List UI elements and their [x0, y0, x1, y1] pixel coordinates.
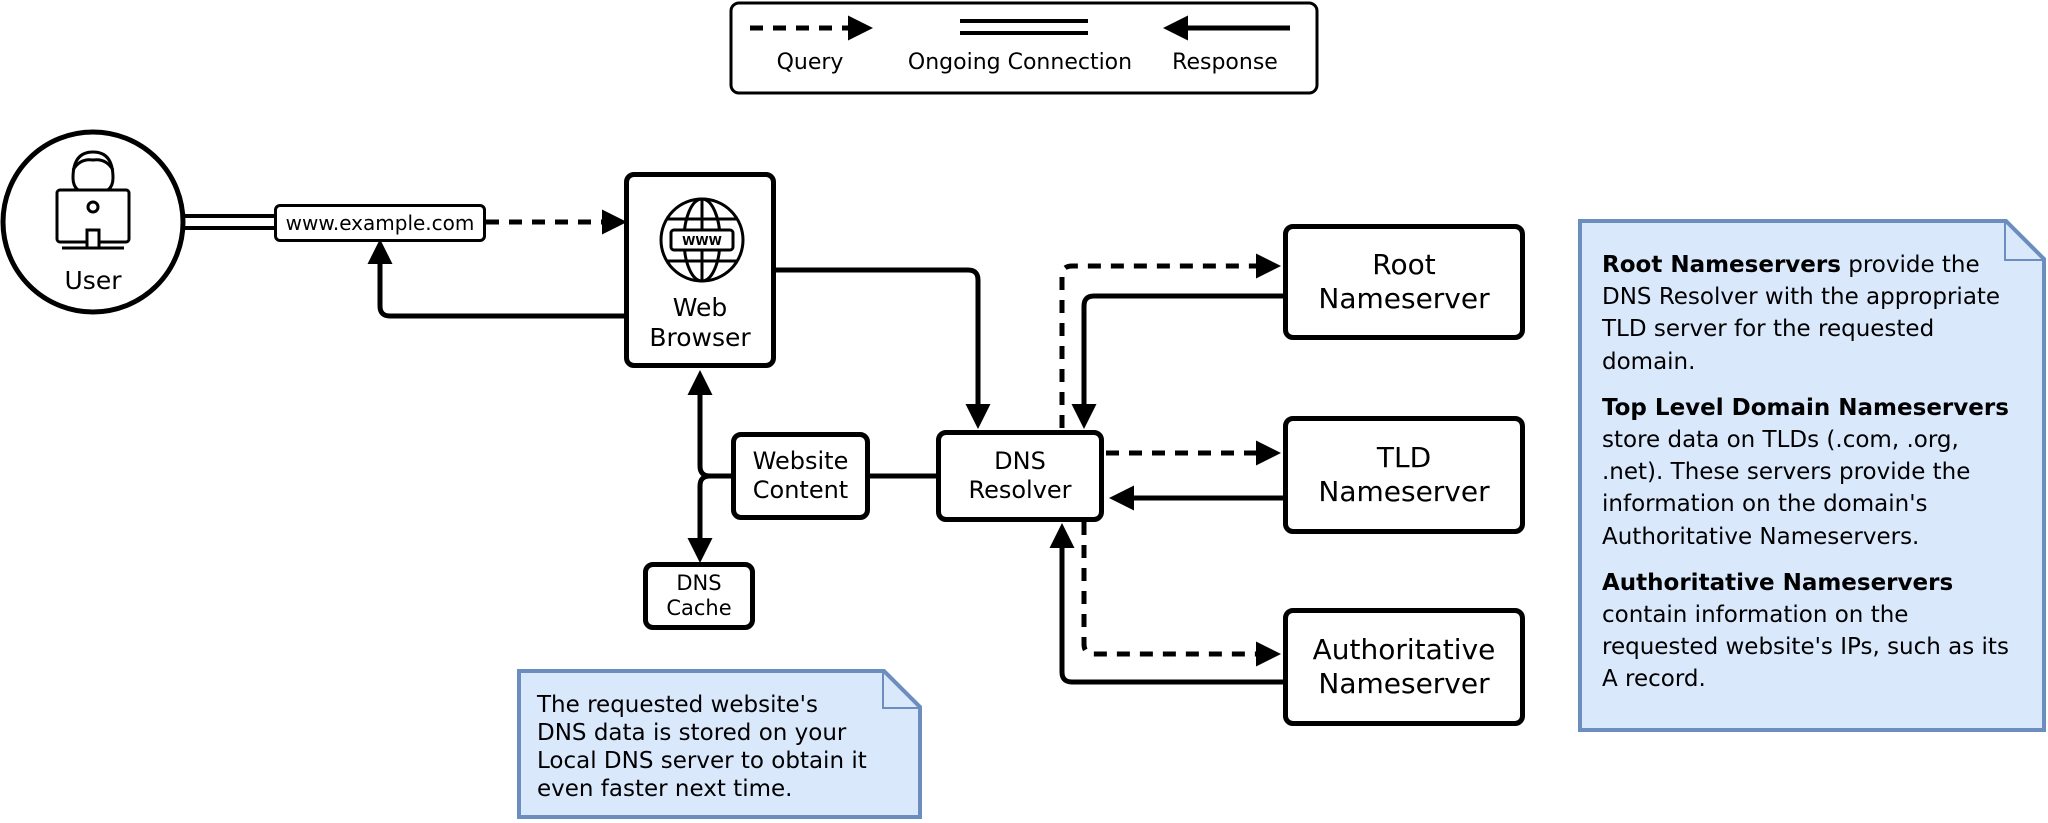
url-bar[interactable]: www.example.com	[274, 204, 486, 242]
dns-resolver-label-1: DNS	[994, 447, 1046, 476]
auth-info-text: contain information on the requested web…	[1602, 601, 2009, 693]
root-info-text: provide the DNS Resolver with the approp…	[1602, 252, 2001, 375]
auth-to-resolver-response	[1049, 523, 1284, 685]
root-nameserver-label-2: Nameserver	[1318, 282, 1490, 315]
note-fold-icon	[882, 669, 922, 709]
tld-nameserver-label-2: Nameserver	[1318, 475, 1490, 508]
content-to-cache-arrow	[687, 473, 733, 563]
tld-nameserver-node: TLD Nameserver	[1283, 416, 1525, 534]
authoritative-nameserver-label-1: Authoritative	[1312, 633, 1496, 667]
dns-cache-node: DNS Cache	[643, 562, 755, 630]
info-note-fold-icon	[2004, 219, 2046, 261]
nameserver-info-note: Root Nameservers provide the DNS Resolve…	[1578, 219, 2046, 732]
globe-www-icon: WWW	[659, 197, 745, 283]
user-label: User	[64, 266, 122, 295]
cache-note-line-1: The requested website's	[537, 692, 818, 718]
authoritative-nameserver-node: Authoritative Nameserver	[1283, 608, 1525, 726]
legend-ongoing-label: Ongoing Connection	[907, 50, 1133, 75]
dns-cache-label-1: DNS	[676, 570, 722, 595]
cache-note: The requested website's DNS data is stor…	[517, 669, 922, 819]
tld-nameserver-label-1: TLD	[1376, 441, 1432, 475]
website-content-label-2: Content	[752, 476, 849, 504]
url-text: www.example.com	[285, 211, 475, 235]
browser-to-resolver-arrow	[776, 267, 991, 429]
tld-info-text: store data on TLDs (.com, .org, .net). T…	[1602, 426, 1971, 550]
browser-to-url-response	[367, 239, 625, 319]
legend-query-label: Query	[776, 50, 844, 75]
website-content-label-1: Website	[752, 447, 849, 476]
cache-note-line-2: DNS data is stored on your	[537, 720, 847, 747]
root-nameserver-label-1: Root	[1372, 248, 1436, 282]
globe-www-text: WWW	[682, 234, 722, 248]
cache-note-line-3: Local DNS server to obtain it	[537, 748, 867, 775]
dns-resolver-label-2: Resolver	[968, 476, 1072, 504]
cache-note-line-4: even faster next time.	[537, 776, 793, 803]
root-nameserver-node: Root Nameserver	[1283, 224, 1525, 340]
content-to-browser-arrow	[687, 370, 733, 479]
authoritative-nameserver-label-2: Nameserver	[1318, 667, 1490, 700]
tld-info-paragraph: Top Level Domain Nameservers store data …	[1602, 392, 2020, 553]
web-browser-label-1: Web	[672, 293, 728, 322]
dns-resolver-node: DNS Resolver	[936, 430, 1104, 522]
auth-info-paragraph: Authoritative Nameservers contain inform…	[1602, 567, 2020, 696]
web-browser-label-2: Browser	[649, 323, 751, 352]
website-content-node: Website Content	[731, 432, 870, 520]
resolver-to-root-query	[1059, 253, 1281, 428]
dns-cache-label-2: Cache	[666, 596, 732, 620]
legend-response-label: Response	[1172, 50, 1278, 75]
legend-box	[729, 1, 1319, 95]
root-info-paragraph: Root Nameservers provide the DNS Resolve…	[1602, 249, 2020, 378]
root-info-title: Root Nameservers	[1602, 252, 1841, 278]
resolver-to-auth-query	[1081, 522, 1281, 667]
user-laptop-icon	[55, 150, 131, 250]
web-browser-node: WWW Web Browser	[624, 172, 776, 368]
auth-info-title: Authoritative Nameservers	[1602, 569, 1954, 596]
tld-info-title: Top Level Domain Nameservers	[1602, 394, 2009, 421]
root-to-resolver-response	[1071, 293, 1284, 429]
